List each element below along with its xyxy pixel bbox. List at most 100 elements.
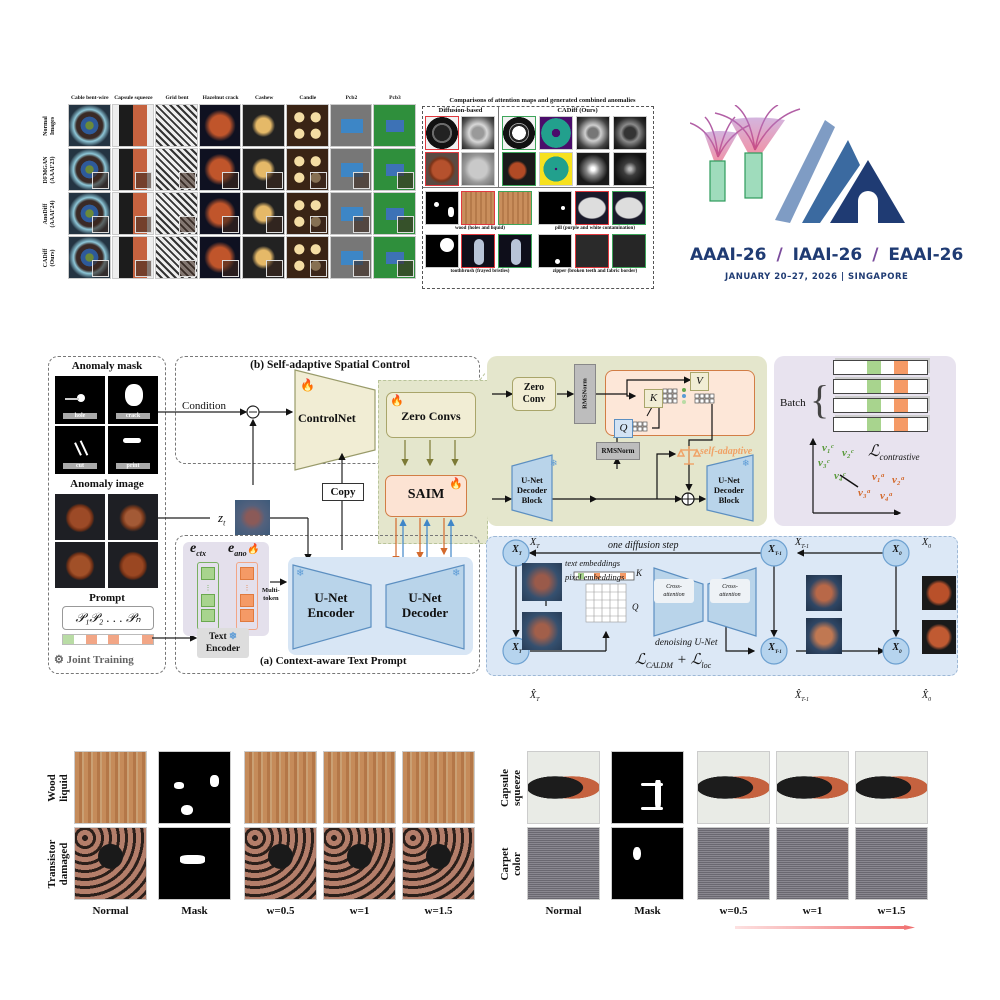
sample-image xyxy=(323,751,396,824)
pill-image-ours xyxy=(612,191,646,225)
k-grid xyxy=(662,388,678,404)
text-prompt-section xyxy=(175,535,480,674)
anomaly-image-heading: Anomaly image xyxy=(70,478,144,490)
mask-region xyxy=(641,807,663,810)
zoom-inset xyxy=(222,260,240,277)
prompt-formula-box: 𝒫₁𝒫₂ . . . 𝒫ₙ xyxy=(62,606,154,630)
zoom-inset xyxy=(222,216,240,233)
attention-map xyxy=(613,152,647,186)
mask-image xyxy=(425,191,459,225)
hazelnut-image-ours xyxy=(502,152,536,186)
column-header: Pcb2 xyxy=(345,95,358,101)
diffusion-node-label: XT-1 xyxy=(768,544,782,557)
sample-image xyxy=(242,236,285,279)
sample-image xyxy=(402,827,475,900)
wood-defect-image xyxy=(461,191,495,225)
diffusion-connectors xyxy=(502,539,940,665)
sample-image xyxy=(198,236,242,279)
diffusion-state-label: X̂T-1 xyxy=(795,690,809,703)
row-label: AnoDiff(AAAI'24) xyxy=(43,193,59,234)
sample-image xyxy=(242,104,285,147)
zoom-inset xyxy=(178,260,196,277)
sample-image xyxy=(286,192,329,235)
loss-formula: ℒCALDM + ℒloc xyxy=(635,652,712,670)
framework-connectors xyxy=(152,369,487,642)
column-label: w=1 xyxy=(349,905,370,917)
zoom-inset xyxy=(353,216,371,233)
column-header: Cable bent-wire xyxy=(70,95,109,101)
anomaly-vector-cell xyxy=(894,380,908,393)
one-diffusion-step-label: one diffusion step xyxy=(608,540,679,551)
segmentation-map xyxy=(539,116,573,150)
sample-image xyxy=(158,751,231,824)
noisy-image xyxy=(522,612,562,650)
sample-image xyxy=(155,148,198,191)
mask-image xyxy=(538,191,572,225)
zoom-inset xyxy=(309,172,327,189)
orange-vector-1: v₁ᵃ xyxy=(872,471,885,483)
diffusion-node-label: X0 xyxy=(892,544,902,557)
batch-row xyxy=(833,379,928,394)
attention-map xyxy=(461,152,495,186)
tire-image xyxy=(425,116,459,150)
decoder-block-left xyxy=(511,454,553,522)
denoising-unet-label: denoising U-Net xyxy=(655,638,718,648)
balance-scale-icon xyxy=(676,446,702,465)
zt-label: zt xyxy=(218,510,226,528)
anomaly-vector-cell xyxy=(894,418,908,431)
logo-graphic xyxy=(690,105,905,223)
zoom-inset xyxy=(353,172,371,189)
controlnet-label: ControlNet xyxy=(298,411,356,425)
supertree-large-icon xyxy=(714,105,801,199)
tag-crack: crack xyxy=(116,413,150,419)
zoom-inset xyxy=(265,216,283,233)
embedding-axes xyxy=(809,437,902,515)
batch-brace: { xyxy=(810,377,830,422)
diffusion-state-label: XT-1 xyxy=(795,537,809,550)
zoom-inset xyxy=(91,216,109,233)
column-header: Grid bent xyxy=(165,95,189,101)
sample-image xyxy=(68,192,111,235)
mask-region xyxy=(633,847,641,860)
context-vector-cell xyxy=(867,399,881,412)
orange-vector-3: v₃ᵃ xyxy=(858,487,871,499)
sample-image xyxy=(527,751,600,824)
attention-map xyxy=(576,152,610,186)
sample-image xyxy=(242,148,285,191)
green-vector-4: v₄ᶜ xyxy=(834,470,846,482)
zoom-inset xyxy=(353,260,371,277)
denoised-image xyxy=(806,618,842,654)
conference-logo: AAAI-26 / IAAI-26 / EAAI-26 JANUARY 20–2… xyxy=(690,105,980,290)
sample-image xyxy=(68,236,111,279)
zero-convs-block[interactable]: 🔥 Zero Convs xyxy=(386,392,476,438)
attention-comparison-figure: Comparisons of attention maps and genera… xyxy=(420,97,665,289)
e-ctx-label: ectx xyxy=(190,541,206,558)
text-embedding-strip xyxy=(573,571,635,581)
sample-image xyxy=(286,236,329,279)
aaai-label: AAAI-26 xyxy=(690,245,767,265)
diffusion-based-header: Diffusion-based xyxy=(438,107,483,114)
tire-image-ours xyxy=(502,116,536,150)
saim-block[interactable]: 🔥 SAIM xyxy=(385,475,467,517)
snowflake-icon: ❄ xyxy=(550,458,558,468)
mask-cut: cut xyxy=(55,426,105,474)
sample-image xyxy=(611,751,684,824)
text-encoder-block[interactable]: Text ❄ Encoder xyxy=(197,628,249,658)
eaai-label: EAAI-26 xyxy=(888,245,964,265)
saim-detail-connectors xyxy=(492,376,754,522)
sample-image xyxy=(527,827,600,900)
attention-map xyxy=(613,116,647,150)
context-vector-cell xyxy=(867,361,881,374)
segmentation-map xyxy=(539,152,573,186)
increasing-weight-arrow xyxy=(735,925,915,930)
ano-token-column: ⋮ xyxy=(236,562,258,630)
column-label: Normal xyxy=(545,905,582,917)
unet-shapes xyxy=(292,564,465,650)
e-ano-label: eano🔥 xyxy=(228,541,260,558)
row-label: CADiff(Ours) xyxy=(43,237,59,278)
zoom-inset xyxy=(265,172,283,189)
